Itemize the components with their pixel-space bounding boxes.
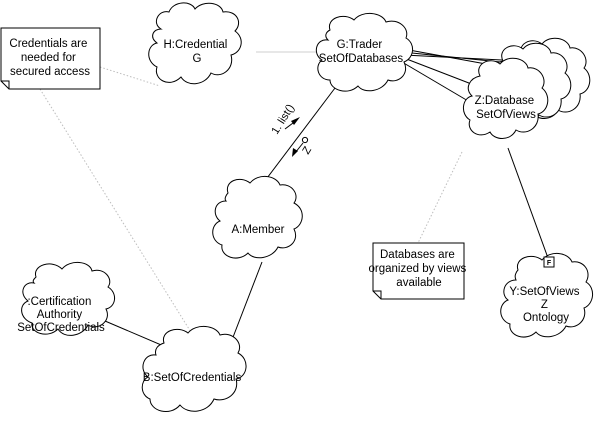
note-anchors <box>39 66 463 359</box>
message-list-arrow <box>284 117 300 130</box>
link-database-setofviews <box>507 147 549 259</box>
cloud-member[interactable] <box>212 176 303 259</box>
databases-note-text: Databases are organized by views availab… <box>368 249 469 289</box>
setofviews-label: Y:SetOfViews Z Ontology <box>509 286 582 324</box>
list-message-label: 1. list() <box>269 102 297 136</box>
cloud-database-stack[interactable] <box>463 37 591 139</box>
link-member-setofcredentials <box>229 261 263 346</box>
credential-label: H:Credential G <box>163 39 230 65</box>
anchor-credentials-note <box>99 66 161 87</box>
note-databases[interactable] <box>372 242 465 300</box>
note-credentials[interactable] <box>0 27 101 90</box>
cloud-trader[interactable] <box>315 13 413 92</box>
flag-badge: F <box>543 256 555 268</box>
message-return-arrow <box>292 136 309 157</box>
trader-label: G:Trader SetOfDatabases <box>319 39 404 65</box>
anchor-databases-note <box>417 151 463 244</box>
cloud-credential[interactable] <box>148 2 242 85</box>
cloud-setofviews[interactable] <box>500 253 593 338</box>
cloud-database <box>463 57 549 139</box>
certification-label: :Certification Authority SetOfCredential… <box>17 296 105 334</box>
flag-badge-label: F <box>547 260 552 267</box>
cloud-setofcredentials[interactable] <box>141 326 247 413</box>
return-message-label: Z <box>300 144 314 156</box>
database-label: Z:Database SetOfViews <box>475 95 538 121</box>
member-label: A:Member <box>231 224 284 236</box>
cloud-certification[interactable] <box>21 262 115 336</box>
credentials-note-text: Credentials are needed for secured acces… <box>9 38 90 78</box>
setofcredentials-label: B:SetOfCredentials <box>143 372 242 384</box>
anchor-credentials-long <box>39 88 208 359</box>
